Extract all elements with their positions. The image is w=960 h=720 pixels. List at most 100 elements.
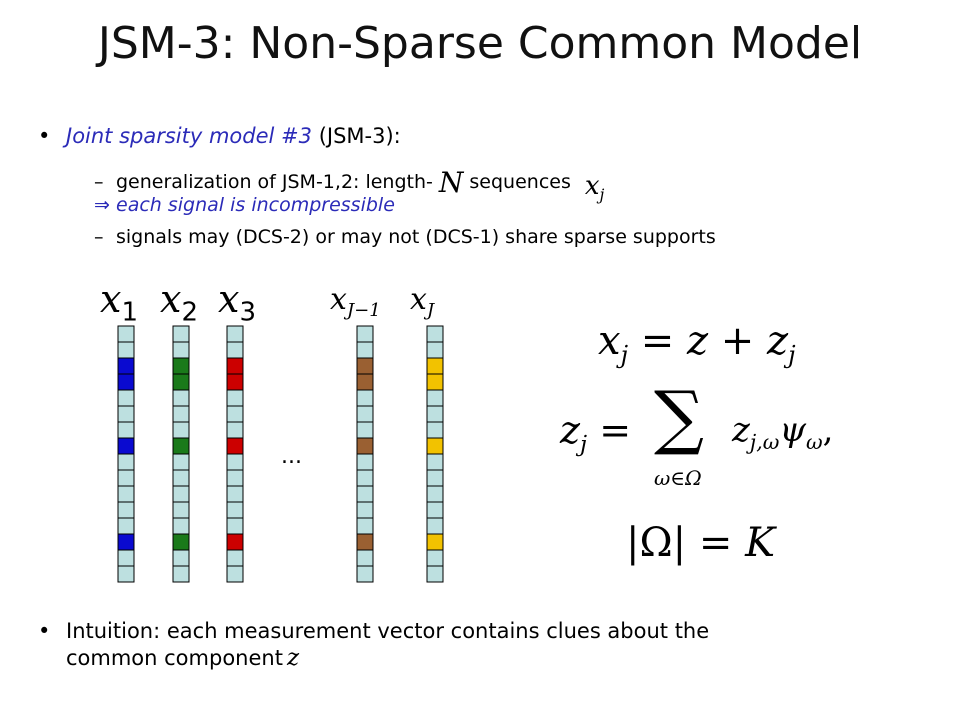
signal-cell <box>356 565 374 583</box>
signal-cell <box>356 549 374 567</box>
equation-zj-lhs: zj = <box>560 408 632 458</box>
signal-cell <box>356 485 374 503</box>
sub3-text: signals may (DCS-2) or may not (DCS-1) s… <box>116 226 716 248</box>
sum-symbol: ∑ <box>654 376 704 458</box>
signal-cell <box>172 565 190 583</box>
signal-cell <box>226 437 244 455</box>
signal-cell <box>226 565 244 583</box>
signal-cell <box>117 437 135 455</box>
signal-cell <box>226 405 244 423</box>
signal-cell <box>172 325 190 343</box>
signal-cell <box>356 437 374 455</box>
signal-cell <box>226 325 244 343</box>
signal-cell <box>426 501 444 519</box>
signal-cell <box>172 549 190 567</box>
label-x3: x3 <box>218 277 256 328</box>
signal-cell <box>117 341 135 359</box>
signal-cell <box>426 357 444 375</box>
intuition-line2: common component <box>66 646 283 670</box>
signal-cell <box>426 373 444 391</box>
signal-cell <box>117 565 135 583</box>
signal-cell <box>172 341 190 359</box>
bullet-dot: • <box>38 619 51 643</box>
bullet-dot: • <box>38 124 51 148</box>
sub-bullet-supports: –signals may (DCS-2) or may not (DCS-1) … <box>94 226 716 248</box>
signal-cell <box>356 421 374 439</box>
signal-cell <box>172 437 190 455</box>
signal-cell <box>356 357 374 375</box>
signal-cell <box>426 341 444 359</box>
signal-cell <box>117 469 135 487</box>
intuition-line1: Intuition: each measurement vector conta… <box>66 619 710 643</box>
signal-cell <box>356 341 374 359</box>
signal-cell <box>356 373 374 391</box>
signal-cell <box>172 517 190 535</box>
signal-cell <box>117 389 135 407</box>
signal-cell <box>226 485 244 503</box>
signal-cell <box>426 325 444 343</box>
signal-cell <box>172 469 190 487</box>
sub1-text: generalization of JSM-1,2: length- <box>116 171 433 193</box>
bullet-rest: (JSM-3): <box>312 124 401 148</box>
sum-subscript: ω∈Ω <box>654 466 702 490</box>
signal-cell <box>226 357 244 375</box>
signal-cell <box>172 533 190 551</box>
signal-cell <box>426 405 444 423</box>
signal-cell <box>426 549 444 567</box>
signal-cell <box>172 501 190 519</box>
signal-cell <box>117 485 135 503</box>
slide-title: JSM-3: Non-Sparse Common Model <box>97 18 863 69</box>
label-xJ-1: xJ−1 <box>330 282 381 321</box>
signal-cell <box>117 501 135 519</box>
signal-cell <box>172 405 190 423</box>
sub2-text: each signal is incompressible <box>116 194 395 216</box>
label-x1: x1 <box>100 277 138 328</box>
signal-cell <box>356 501 374 519</box>
signal-cell <box>226 501 244 519</box>
signal-cell <box>172 453 190 471</box>
signal-cell <box>117 373 135 391</box>
signal-cell <box>226 533 244 551</box>
label-xJ: xJ <box>410 282 435 321</box>
signal-cell <box>226 373 244 391</box>
bullet-jsm3: • Joint sparsity model #3 (JSM-3): <box>38 124 401 148</box>
signal-cell <box>426 565 444 583</box>
signal-cell <box>117 453 135 471</box>
signal-cell <box>426 485 444 503</box>
label-x2: x2 <box>160 277 198 328</box>
bullet-highlight: Joint sparsity model #3 <box>66 124 313 148</box>
signal-cell <box>172 421 190 439</box>
signal-cell <box>356 453 374 471</box>
ellipsis: ... <box>281 444 302 469</box>
signal-cell <box>426 517 444 535</box>
signal-cell <box>426 533 444 551</box>
equation-omega-size: |Ω| = K <box>626 520 775 566</box>
signal-cell <box>172 389 190 407</box>
equation-xj: xj = z + zj <box>598 318 796 369</box>
signal-cell <box>117 357 135 375</box>
signal-cell <box>356 325 374 343</box>
signal-cell <box>117 533 135 551</box>
math-xj: xj <box>584 171 605 205</box>
signal-cell <box>426 469 444 487</box>
signal-cell <box>117 421 135 439</box>
signal-cell <box>226 549 244 567</box>
equation-zj-rhs: zj,ωψω, <box>732 410 834 454</box>
signal-cell <box>172 485 190 503</box>
signal-cell <box>226 469 244 487</box>
math-N: N <box>438 166 464 199</box>
bullet-intuition: • Intuition: each measurement vector cont… <box>38 618 709 672</box>
signal-cell <box>117 325 135 343</box>
signal-cell <box>356 405 374 423</box>
signal-cell <box>226 389 244 407</box>
implies-icon: ⇒ <box>94 194 110 216</box>
signal-cell <box>172 373 190 391</box>
signal-cell <box>172 357 190 375</box>
signal-cell <box>356 469 374 487</box>
signal-cell <box>426 453 444 471</box>
signal-cell <box>117 405 135 423</box>
signal-cell <box>117 517 135 535</box>
sub-bullet-incompressible: ⇒ each signal is incompressible <box>94 194 395 216</box>
